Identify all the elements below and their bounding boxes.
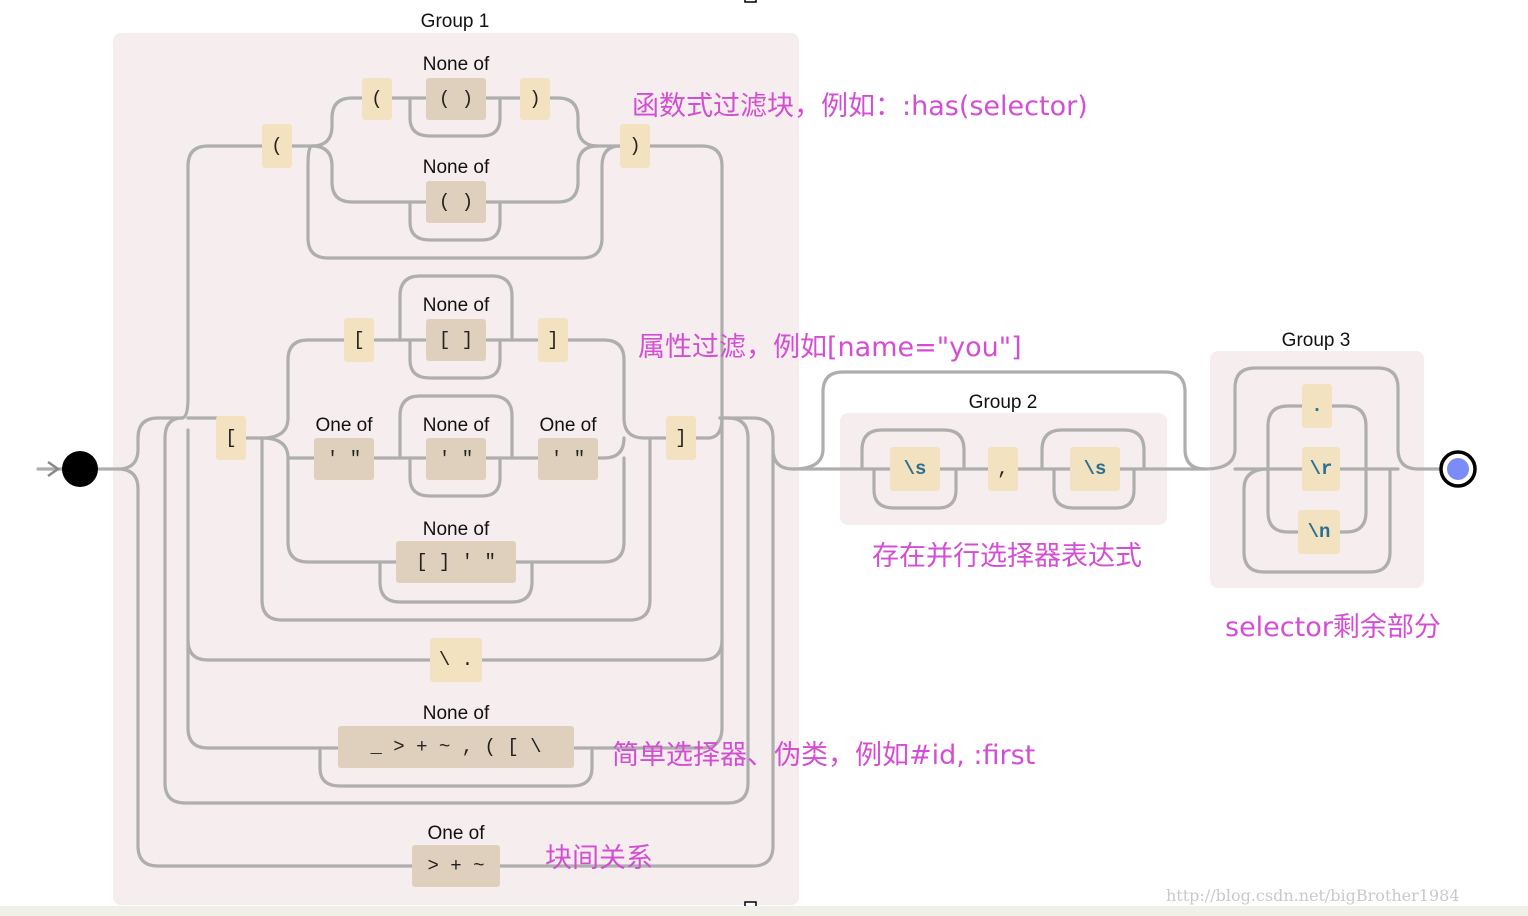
annotation-func-filter: 函数式过滤块，例如：:has(selector): [632, 91, 1088, 122]
literal-lbracket-outer: [216, 416, 246, 460]
start-node: [62, 451, 98, 487]
group-1-title: Group 1: [421, 11, 490, 32]
charclass-quotes-none-text: ' ": [439, 448, 473, 470]
literal-lparen-outer-text: (: [271, 135, 282, 157]
literal-lparen-inner: [362, 78, 392, 120]
annotation-attr-filter: 属性过滤，例如[name="you"]: [638, 332, 1022, 363]
charclass-brackets: [426, 319, 486, 361]
none-of-label-6: None of: [423, 703, 490, 724]
group-3-title: Group 3: [1282, 330, 1351, 351]
literal-rparen-inner: [520, 78, 550, 120]
literal-ws-2: [1070, 447, 1120, 491]
literal-comma-text: ,: [997, 458, 1008, 480]
annotation-simple-selector: 简单选择器、伪类，例如#id, :first: [612, 740, 1035, 771]
literal-rparen-inner-text: ): [529, 88, 540, 110]
charclass-parens-1: [426, 78, 486, 120]
charclass-combinators-text: > + ~: [427, 855, 484, 877]
charclass-quotes-close: [538, 438, 598, 480]
literal-ws-2-text: \s: [1084, 458, 1107, 480]
start-arrow: [47, 460, 61, 478]
charclass-parens-2: [426, 181, 486, 223]
charclass-quotes-open: [314, 438, 374, 480]
charclass-quotes-none: [426, 438, 486, 480]
none-of-label-2: None of: [423, 157, 490, 178]
bottom-strip: [0, 906, 1528, 916]
charclass-brackets-quotes-text: [ ] ' ": [416, 551, 496, 573]
literal-dot: [1302, 384, 1332, 428]
literal-rparen-outer: [620, 124, 650, 168]
charclass-specials-text: _ > + ~ , ( [ \: [369, 736, 541, 758]
literal-lf: [1298, 510, 1340, 554]
literal-lbracket-inner-text: [: [353, 329, 364, 351]
top-handle[interactable]: [744, 0, 757, 3]
none-of-label-3: None of: [423, 295, 490, 316]
charclass-brackets-text: [ ]: [439, 329, 473, 351]
literal-cr: [1302, 447, 1340, 491]
charclass-brackets-quotes: [396, 541, 516, 583]
charclass-specials: [338, 726, 574, 768]
one-of-label-1: One of: [315, 415, 373, 436]
charclass-combinators: [412, 845, 500, 887]
literal-escaped-dot-text: \ .: [439, 649, 473, 671]
literal-lparen-inner-text: (: [371, 88, 382, 110]
literal-lparen-outer: [262, 124, 292, 168]
literal-dot-text: .: [1311, 395, 1322, 417]
end-node-core: [1447, 458, 1469, 480]
literal-rbracket-outer-text: ]: [675, 427, 686, 449]
charclass-parens-2-text: ( ): [439, 191, 473, 213]
literal-lbracket-inner: [344, 318, 374, 362]
one-of-label-3: One of: [427, 823, 485, 844]
literal-rbracket-inner-text: ]: [547, 329, 558, 351]
literal-ws-1: [890, 447, 940, 491]
literal-cr-text: \r: [1310, 458, 1333, 480]
group-2-title: Group 2: [969, 392, 1038, 413]
charclass-parens-1-text: ( ): [439, 88, 473, 110]
annotation-parallel: 存在并行选择器表达式: [872, 541, 1142, 572]
none-of-label-4: None of: [423, 415, 490, 436]
watermark: http://blog.csdn.net/bigBrother1984: [1166, 886, 1460, 905]
wires: [36, 96, 1442, 868]
annotation-rest: selector剩余部分: [1225, 612, 1441, 643]
charclass-quotes-open-text: ' ": [327, 448, 361, 470]
literal-escaped-dot: [430, 638, 482, 682]
literal-rparen-outer-text: ): [629, 135, 640, 157]
none-of-label-1: None of: [423, 54, 490, 75]
charclass-quotes-close-text: ' ": [551, 448, 585, 470]
none-of-label-5: None of: [423, 519, 490, 540]
literal-lf-text: \n: [1308, 521, 1331, 543]
literal-comma: [988, 447, 1018, 491]
one-of-label-2: One of: [539, 415, 597, 436]
literal-rbracket-outer: [666, 416, 696, 460]
literal-ws-1-text: \s: [904, 458, 927, 480]
literal-rbracket-inner: [538, 318, 568, 362]
annotation-block-relation: 块间关系: [545, 843, 653, 874]
literal-lbracket-outer-text: [: [225, 427, 236, 449]
